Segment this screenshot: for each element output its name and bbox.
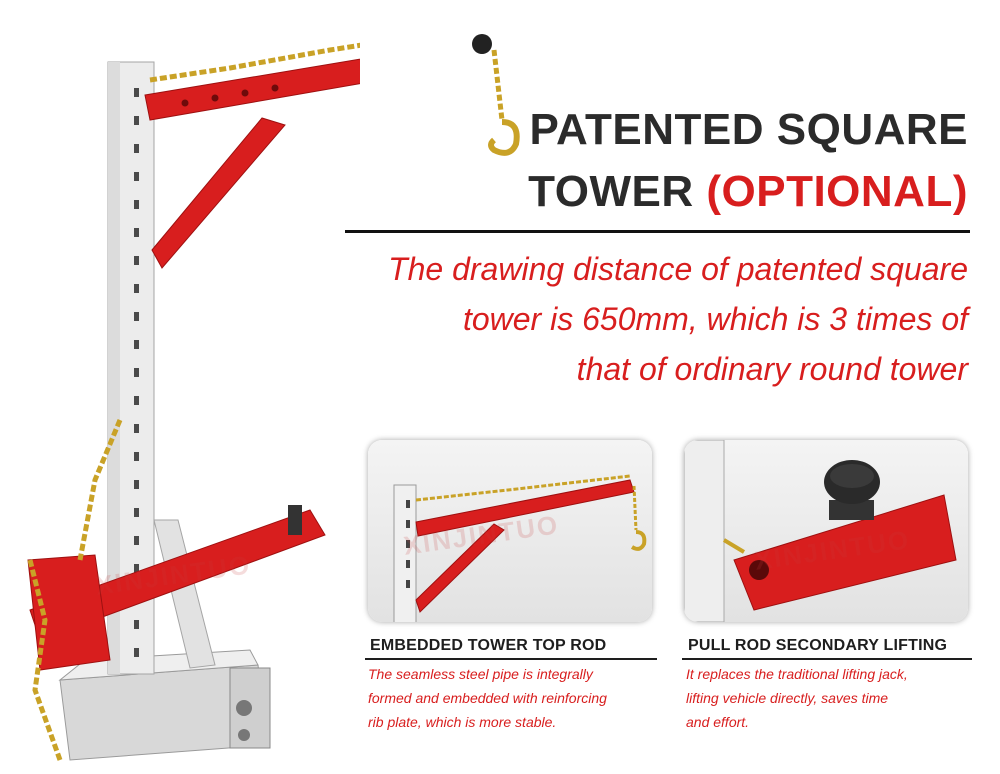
tower-top-rod-detail	[393, 474, 647, 622]
tower-hole	[134, 312, 139, 321]
feature-2-caption: PULL ROD SECONDARY LIFTING	[688, 637, 948, 654]
feature-2-text-line: and effort.	[686, 714, 750, 730]
feature-1-text-line: formed and embedded with reinforcing	[368, 690, 607, 706]
hook-icon	[472, 34, 520, 156]
tower-hole	[134, 172, 139, 181]
tower-hole	[134, 648, 139, 657]
feature-1-text: The seamless steel pipe is integrally fo…	[368, 662, 668, 734]
chain	[149, 42, 360, 83]
heading-divider	[345, 230, 970, 233]
heading-line-2: TOWER (OPTIONAL)	[528, 170, 968, 214]
tower-hole	[134, 340, 139, 349]
tower-hole	[134, 536, 139, 545]
heading-optional: (OPTIONAL)	[706, 167, 968, 216]
tower-hole	[134, 396, 139, 405]
tower-hole	[134, 228, 139, 237]
pull-rod-lifting-detail	[684, 440, 957, 622]
tower-hole	[134, 144, 139, 153]
heading-tower: TOWER	[528, 167, 707, 216]
tower-hole	[134, 284, 139, 293]
description-line: The drawing distance of patented square	[388, 251, 968, 287]
square-tower-illustration	[27, 42, 360, 761]
tower-top-arm	[144, 58, 360, 121]
tower-hole	[134, 116, 139, 125]
feature-image-tower-top-rod: XINJINTUO	[368, 440, 652, 622]
feature-1-caption: EMBEDDED TOWER TOP ROD	[370, 637, 607, 654]
feature-2-text: It replaces the traditional lifting jack…	[686, 662, 976, 734]
tower-hole	[134, 88, 139, 97]
tower-hole	[134, 368, 139, 377]
tower-hole	[134, 200, 139, 209]
tower-hole	[134, 424, 139, 433]
tower-hole	[134, 620, 139, 629]
feature-2-text-line: It replaces the traditional lifting jack…	[686, 666, 908, 682]
feature-1-divider	[365, 658, 657, 660]
feature-2-divider	[682, 658, 972, 660]
tower-hole	[134, 480, 139, 489]
tower-hole	[134, 452, 139, 461]
feature-image-pull-rod-lifting: XINJINTUO	[684, 440, 968, 622]
description-line: tower is 650mm, which is 3 times of	[462, 301, 968, 337]
tower-hole	[134, 564, 139, 573]
tower-hole	[134, 508, 139, 517]
tower-hole	[134, 256, 139, 265]
description-line: that of ordinary round tower	[576, 351, 968, 387]
description: The drawing distance of patented square …	[328, 244, 968, 394]
feature-2-text-line: lifting vehicle directly, saves time	[686, 690, 889, 706]
feature-1-text-line: The seamless steel pipe is integrally	[368, 666, 593, 682]
feature-1-text-line: rib plate, which is more stable.	[368, 714, 557, 730]
heading-line-1: PATENTED SQUARE	[529, 105, 968, 154]
